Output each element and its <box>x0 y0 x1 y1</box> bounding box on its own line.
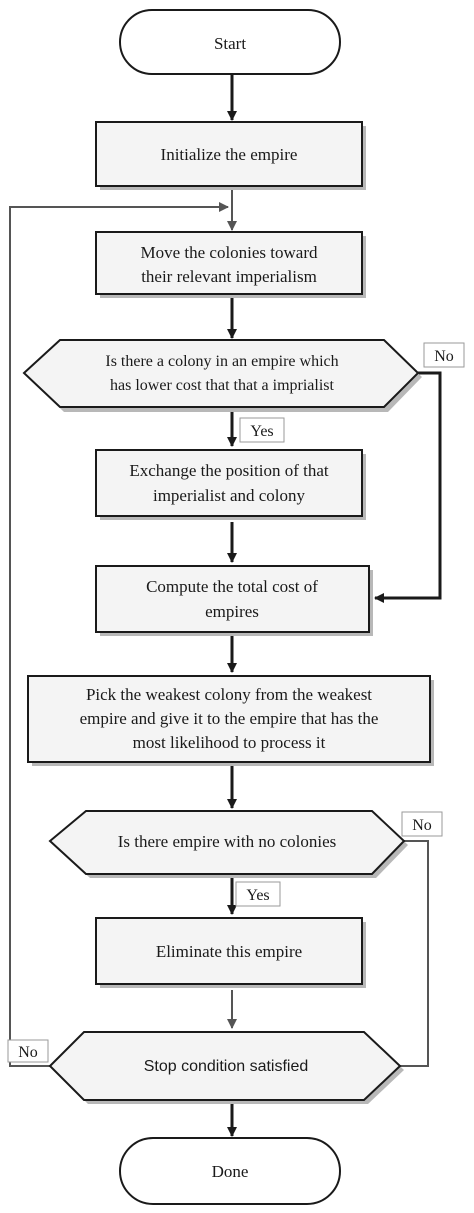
node-eliminate-label: Eliminate this empire <box>156 942 302 961</box>
node-compute-line1: Compute the total cost of <box>146 577 318 596</box>
svg-text:No: No <box>434 348 454 365</box>
node-pick-line2: empire and give it to the empire that ha… <box>80 709 379 728</box>
decision-stop-condition: Stop condition satisfied <box>48 1031 404 1104</box>
svg-text:Yes: Yes <box>250 423 273 440</box>
node-compute-cost: Compute the total cost of empires <box>95 565 373 636</box>
decision-colony-lower-cost: Is there a colony in an empire which has… <box>22 339 422 412</box>
label-d1-yes: Yes <box>239 417 285 443</box>
svg-text:No: No <box>18 1044 38 1061</box>
node-start: Start <box>119 9 341 75</box>
node-eliminate: Eliminate this empire <box>95 917 366 988</box>
decision-empire-no-colonies: Is there empire with no colonies <box>48 810 408 878</box>
node-initialize-label: Initialize the empire <box>161 145 298 164</box>
label-d3-no: No <box>7 1039 49 1063</box>
edge-d3-no-loop <box>9 202 229 1067</box>
node-initialize: Initialize the empire <box>95 121 366 190</box>
label-d2-yes: Yes <box>235 881 281 907</box>
node-pick-weakest: Pick the weakest colony from the weakest… <box>27 675 434 766</box>
svg-text:No: No <box>412 817 432 834</box>
node-compute-line2: empires <box>205 602 259 621</box>
decision-2-label: Is there empire with no colonies <box>118 832 337 851</box>
node-pick-line1: Pick the weakest colony from the weakest <box>86 685 372 704</box>
edges <box>9 74 442 1137</box>
svg-text:Yes: Yes <box>246 887 269 904</box>
node-done: Done <box>119 1137 341 1205</box>
label-d2-no: No <box>401 811 443 837</box>
node-done-label: Done <box>212 1162 249 1181</box>
decision-3-label: Stop condition satisfied <box>144 1058 309 1075</box>
node-pick-line3: most likelihood to process it <box>133 733 326 752</box>
node-move-line1: Move the colonies toward <box>140 243 318 262</box>
decision-1-line1: Is there a colony in an empire which <box>105 353 338 370</box>
node-move-colonies: Move the colonies toward their relevant … <box>95 231 366 298</box>
decision-1-line2: has lower cost that that a imprialist <box>110 377 335 394</box>
node-start-label: Start <box>214 34 246 53</box>
node-exchange-line2: imperialist and colony <box>153 486 306 505</box>
node-move-line2: their relevant imperialism <box>141 267 317 286</box>
edge-d2-no-d3 <box>400 840 429 1067</box>
node-exchange-line1: Exchange the position of that <box>129 461 329 480</box>
label-d1-no: No <box>423 342 465 368</box>
node-exchange: Exchange the position of that imperialis… <box>95 449 366 520</box>
edge-d1-no-compute <box>374 371 442 603</box>
